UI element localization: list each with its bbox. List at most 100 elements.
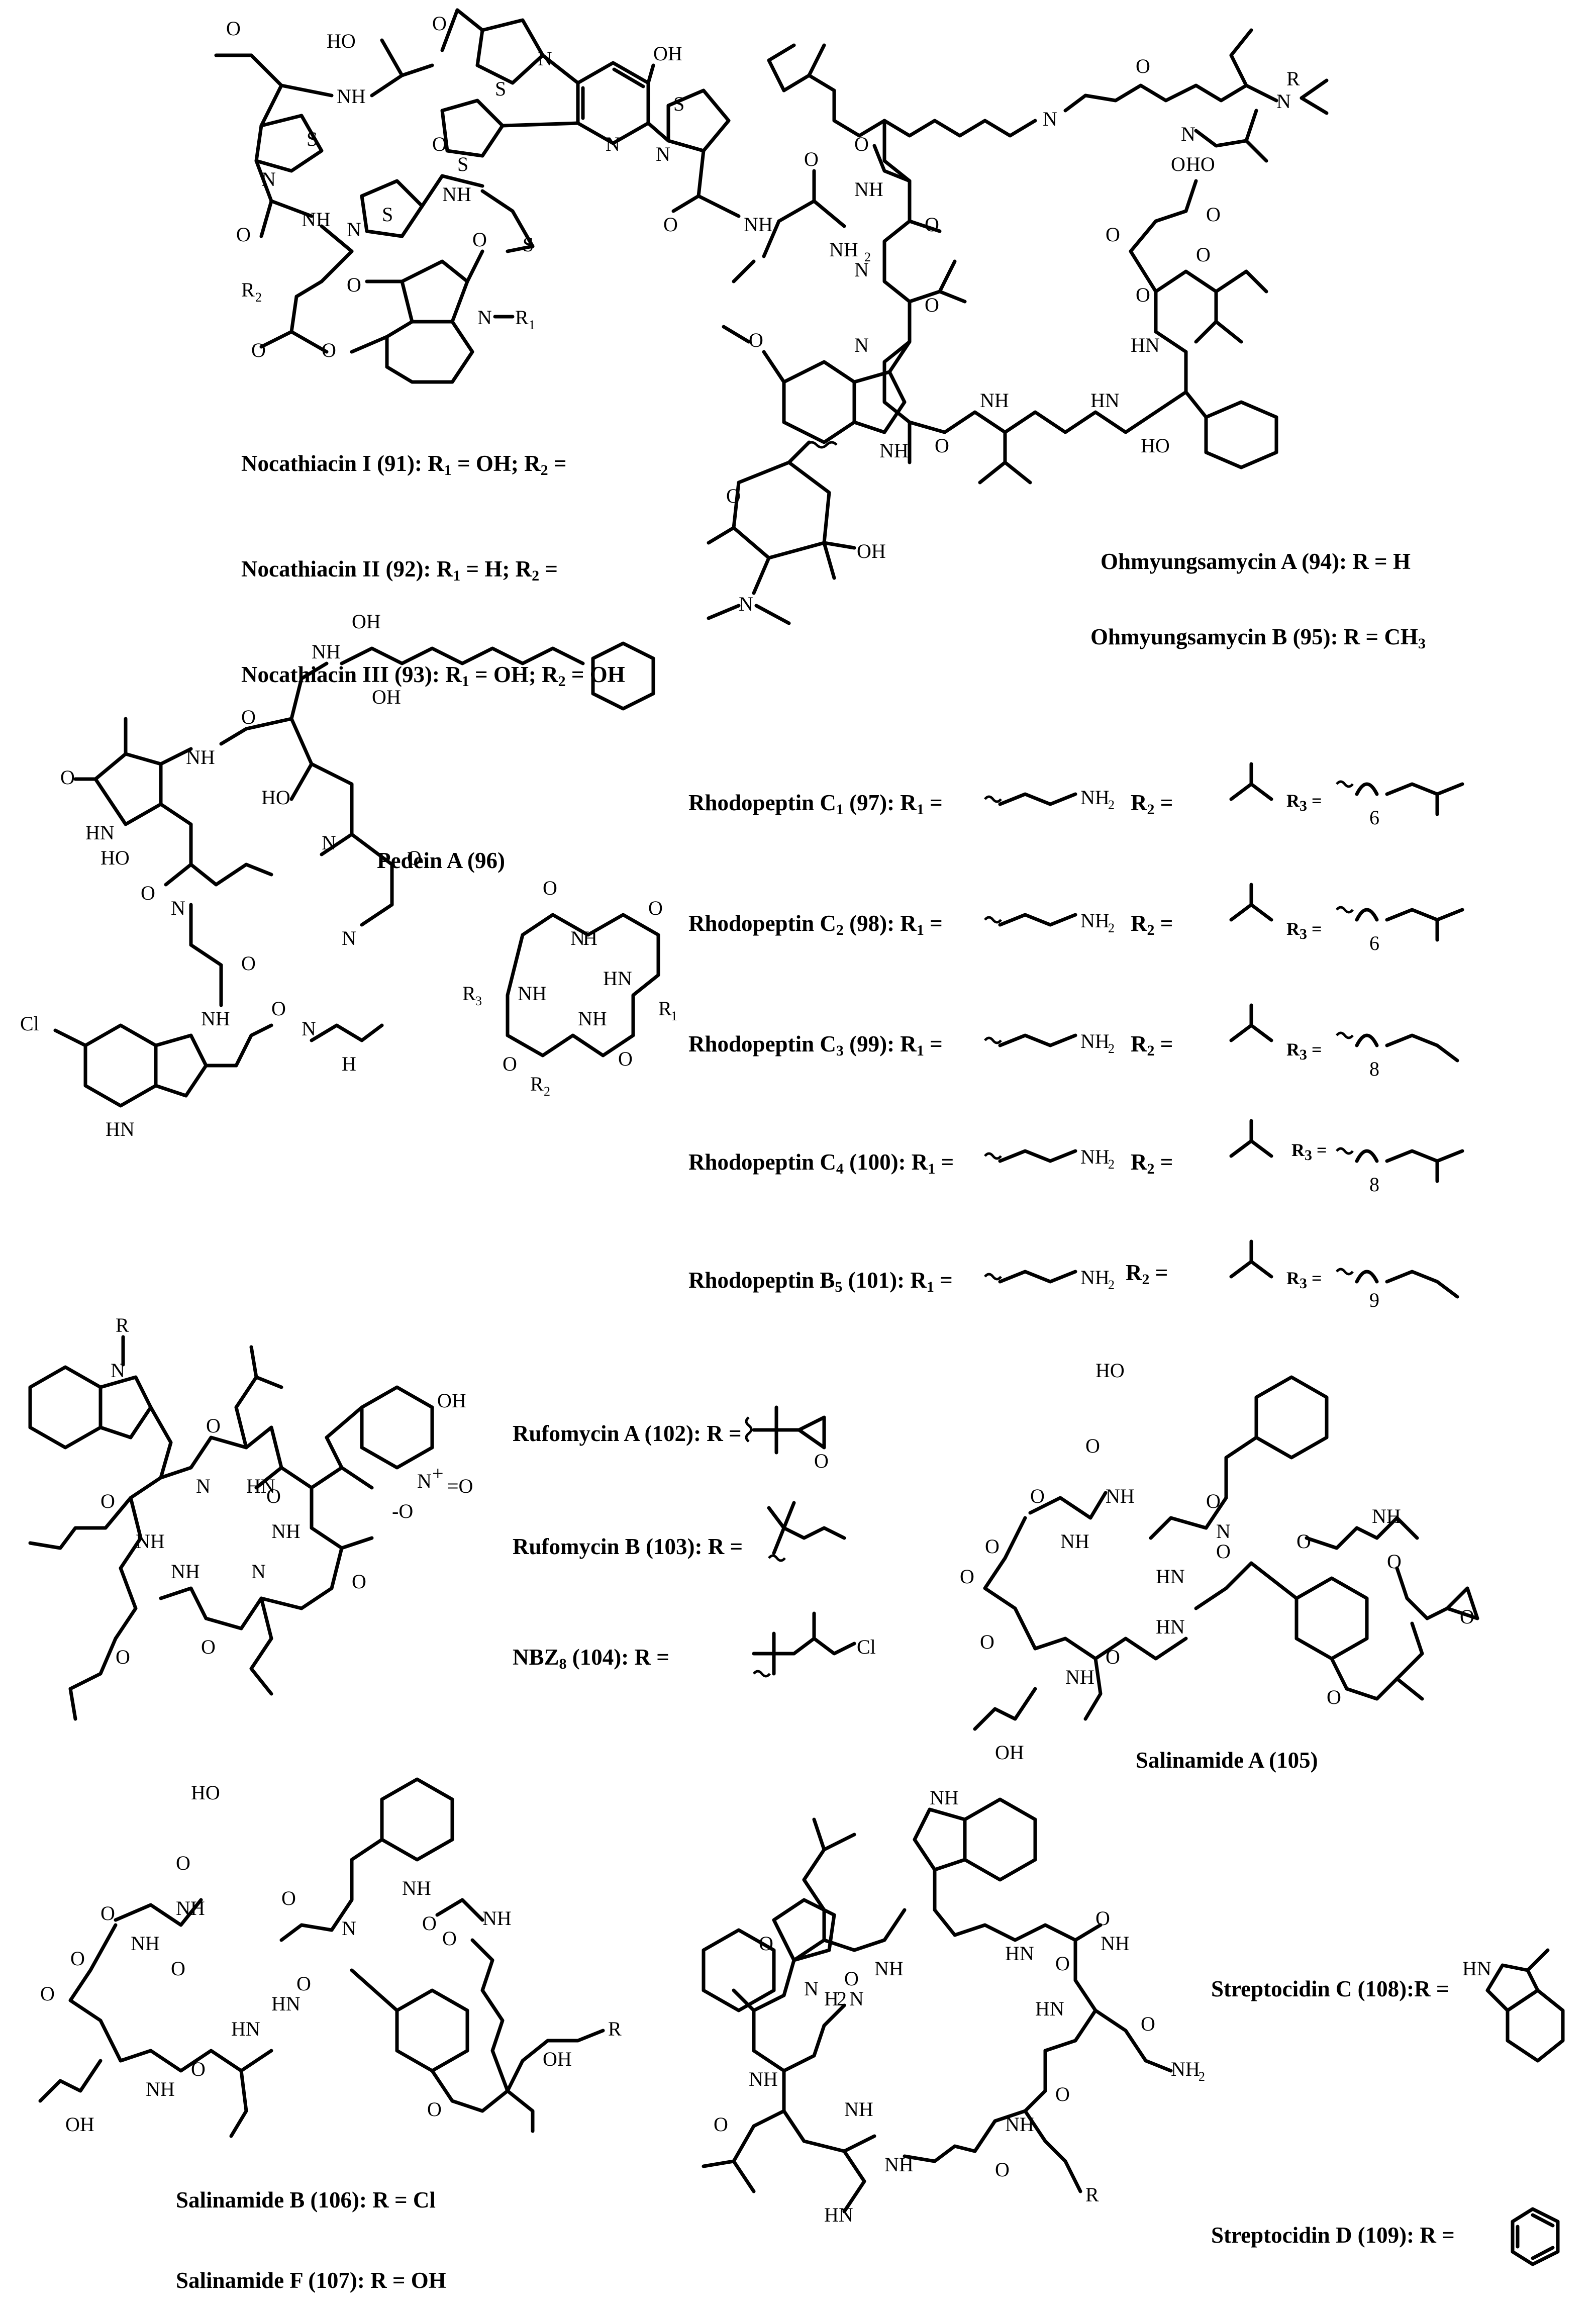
svg-text:HO: HO — [1186, 153, 1215, 175]
svg-text:NH: NH — [1106, 1485, 1135, 1507]
ohmyungsamycin-b-name: Ohmyungsamycin B (95) — [1090, 624, 1331, 649]
svg-text:O: O — [1296, 1530, 1311, 1553]
svg-text:O: O — [1106, 223, 1120, 246]
svg-text:HO: HO — [1141, 434, 1170, 457]
svg-text:O: O — [206, 1414, 221, 1437]
svg-text:NH: NH — [442, 183, 471, 206]
svg-text:O: O — [980, 1630, 994, 1653]
svg-text:2: 2 — [1108, 1278, 1115, 1292]
svg-text:6: 6 — [1369, 932, 1379, 954]
svg-text:N: N — [854, 334, 869, 356]
pedein-structure: O HN NH HO O N O NH HN Cl O N H O NH HO … — [20, 610, 655, 1140]
rufomycin-b-label: Rufomycin B (103): R = — [513, 1534, 743, 1559]
rhodopeptin-c4-r2: R2 = — [1131, 1149, 1173, 1177]
svg-text:NH: NH — [1060, 1530, 1089, 1553]
svg-text:O: O — [101, 1902, 115, 1925]
svg-text:OH: OH — [352, 610, 381, 633]
svg-text:HN: HN — [1035, 1997, 1064, 2020]
svg-text:2: 2 — [1199, 2069, 1205, 2084]
svg-text:O: O — [352, 1570, 366, 1593]
svg-text:NH: NH — [578, 1007, 607, 1030]
nocathiacin-ii-label: Nocathiacin II (92): R1 = H; R2 = — [241, 556, 558, 584]
svg-text:O: O — [266, 1485, 281, 1507]
svg-text:N: N — [342, 927, 356, 949]
svg-text:2: 2 — [255, 290, 262, 305]
svg-text:8: 8 — [1369, 1173, 1379, 1196]
svg-text:2: 2 — [544, 1084, 550, 1099]
svg-text:HO: HO — [101, 846, 130, 869]
svg-text:OH: OH — [543, 2048, 572, 2070]
svg-text:1: 1 — [529, 318, 535, 332]
svg-text:S: S — [673, 92, 684, 115]
svg-text:O: O — [176, 1852, 190, 1874]
svg-text:S: S — [382, 203, 393, 226]
svg-text:2: 2 — [864, 250, 871, 264]
rhodopeptin-c1-r2: R2 = — [1131, 790, 1173, 818]
rhodopeptin-c1-label: Rhodopeptin C1 (97): R1 = — [688, 790, 943, 818]
svg-text:NH: NH — [1372, 1505, 1401, 1527]
svg-text:O: O — [432, 12, 447, 35]
svg-text:N: N — [804, 1977, 819, 2000]
svg-text:O: O — [236, 223, 251, 246]
svg-text:O: O — [271, 997, 286, 1020]
svg-text:O: O — [201, 1636, 216, 1658]
streptocidin-structure: NH O NH HN O HN NH2 O O NH O NH R NH O N… — [702, 1786, 1205, 2226]
nocathiacin-i-name: Nocathiacin I (91) — [241, 451, 415, 476]
svg-text:HN: HN — [271, 1992, 301, 2015]
svg-text:HN: HN — [85, 821, 115, 844]
svg-text:NH: NH — [131, 1932, 160, 1955]
svg-text:NH: NH — [337, 85, 366, 108]
rufomycin-substituents: O Cl — [745, 1405, 876, 1678]
svg-text:NH: NH — [1080, 786, 1110, 809]
svg-text:NH: NH — [1080, 909, 1110, 932]
svg-text:O: O — [101, 1490, 115, 1512]
svg-text:H: H — [342, 1052, 356, 1075]
svg-text:N: N — [1043, 108, 1057, 130]
svg-text:O: O — [749, 329, 763, 351]
rhodopeptin-b5-label: Rhodopeptin B5 (101): R1 = — [688, 1268, 953, 1295]
svg-text:O: O — [1055, 2083, 1070, 2105]
svg-text:O: O — [925, 213, 939, 236]
svg-text:NH: NH — [1171, 2058, 1200, 2080]
svg-text:NH: NH — [271, 1520, 301, 1543]
svg-text:N: N — [342, 1917, 356, 1940]
svg-text:N: N — [251, 1560, 266, 1583]
svg-text:O: O — [432, 133, 447, 155]
streptocidin-c-name: Streptocidin C (108) — [1211, 1976, 1407, 2001]
nocathiacin-ii-name: Nocathiacin II (92) — [241, 556, 424, 582]
svg-text:2: 2 — [1108, 1041, 1115, 1056]
svg-text:O: O — [171, 1957, 185, 1980]
pedein-a-label: Pedein A (96) — [377, 849, 505, 872]
svg-text:NH: NH — [1080, 1266, 1110, 1289]
ohmyungsamycin-a-label: Ohmyungsamycin A (94): R = H — [1101, 549, 1411, 574]
svg-text:R: R — [530, 1073, 544, 1095]
svg-text:O: O — [854, 133, 869, 155]
svg-text:S: S — [523, 233, 534, 256]
rhodopeptin-c2-r3: R3 = — [1286, 919, 1322, 942]
svg-text:N: N — [656, 143, 670, 165]
svg-text:OH: OH — [372, 686, 401, 708]
svg-text:R: R — [462, 982, 476, 1005]
svg-text:N: N — [1216, 1520, 1231, 1543]
svg-text:S: S — [307, 128, 318, 150]
svg-text:O: O — [407, 846, 422, 869]
svg-text:6: 6 — [1369, 806, 1379, 829]
streptocidin-c-label: Streptocidin C (108):R = — [1211, 1976, 1449, 2001]
rhodopeptin-c2-label: Rhodopeptin C2 (98): R1 = — [688, 911, 943, 938]
svg-text:O: O — [422, 1912, 437, 1935]
streptocidin-d-name: Streptocidin D (109) — [1211, 2223, 1407, 2248]
svg-text:NH: NH — [874, 1957, 904, 1980]
svg-text:3: 3 — [475, 994, 482, 1008]
svg-text:NH: NH — [980, 389, 1009, 412]
svg-text:OH: OH — [437, 1389, 466, 1412]
svg-text:2: 2 — [1108, 1157, 1115, 1172]
svg-text:O: O — [226, 17, 241, 40]
svg-text:O: O — [960, 1565, 974, 1588]
svg-text:O: O — [1106, 1646, 1120, 1668]
svg-text:S: S — [495, 77, 506, 100]
svg-text:N: N — [302, 1017, 316, 1040]
rufomycin-b-name: Rufomycin B (103) — [513, 1534, 695, 1559]
nocathiacin-structure: N OH S N O S N O NH O NH 2 N S O — [214, 8, 871, 384]
salinamide-a-label: Salinamide A (105) — [1136, 1749, 1318, 1772]
